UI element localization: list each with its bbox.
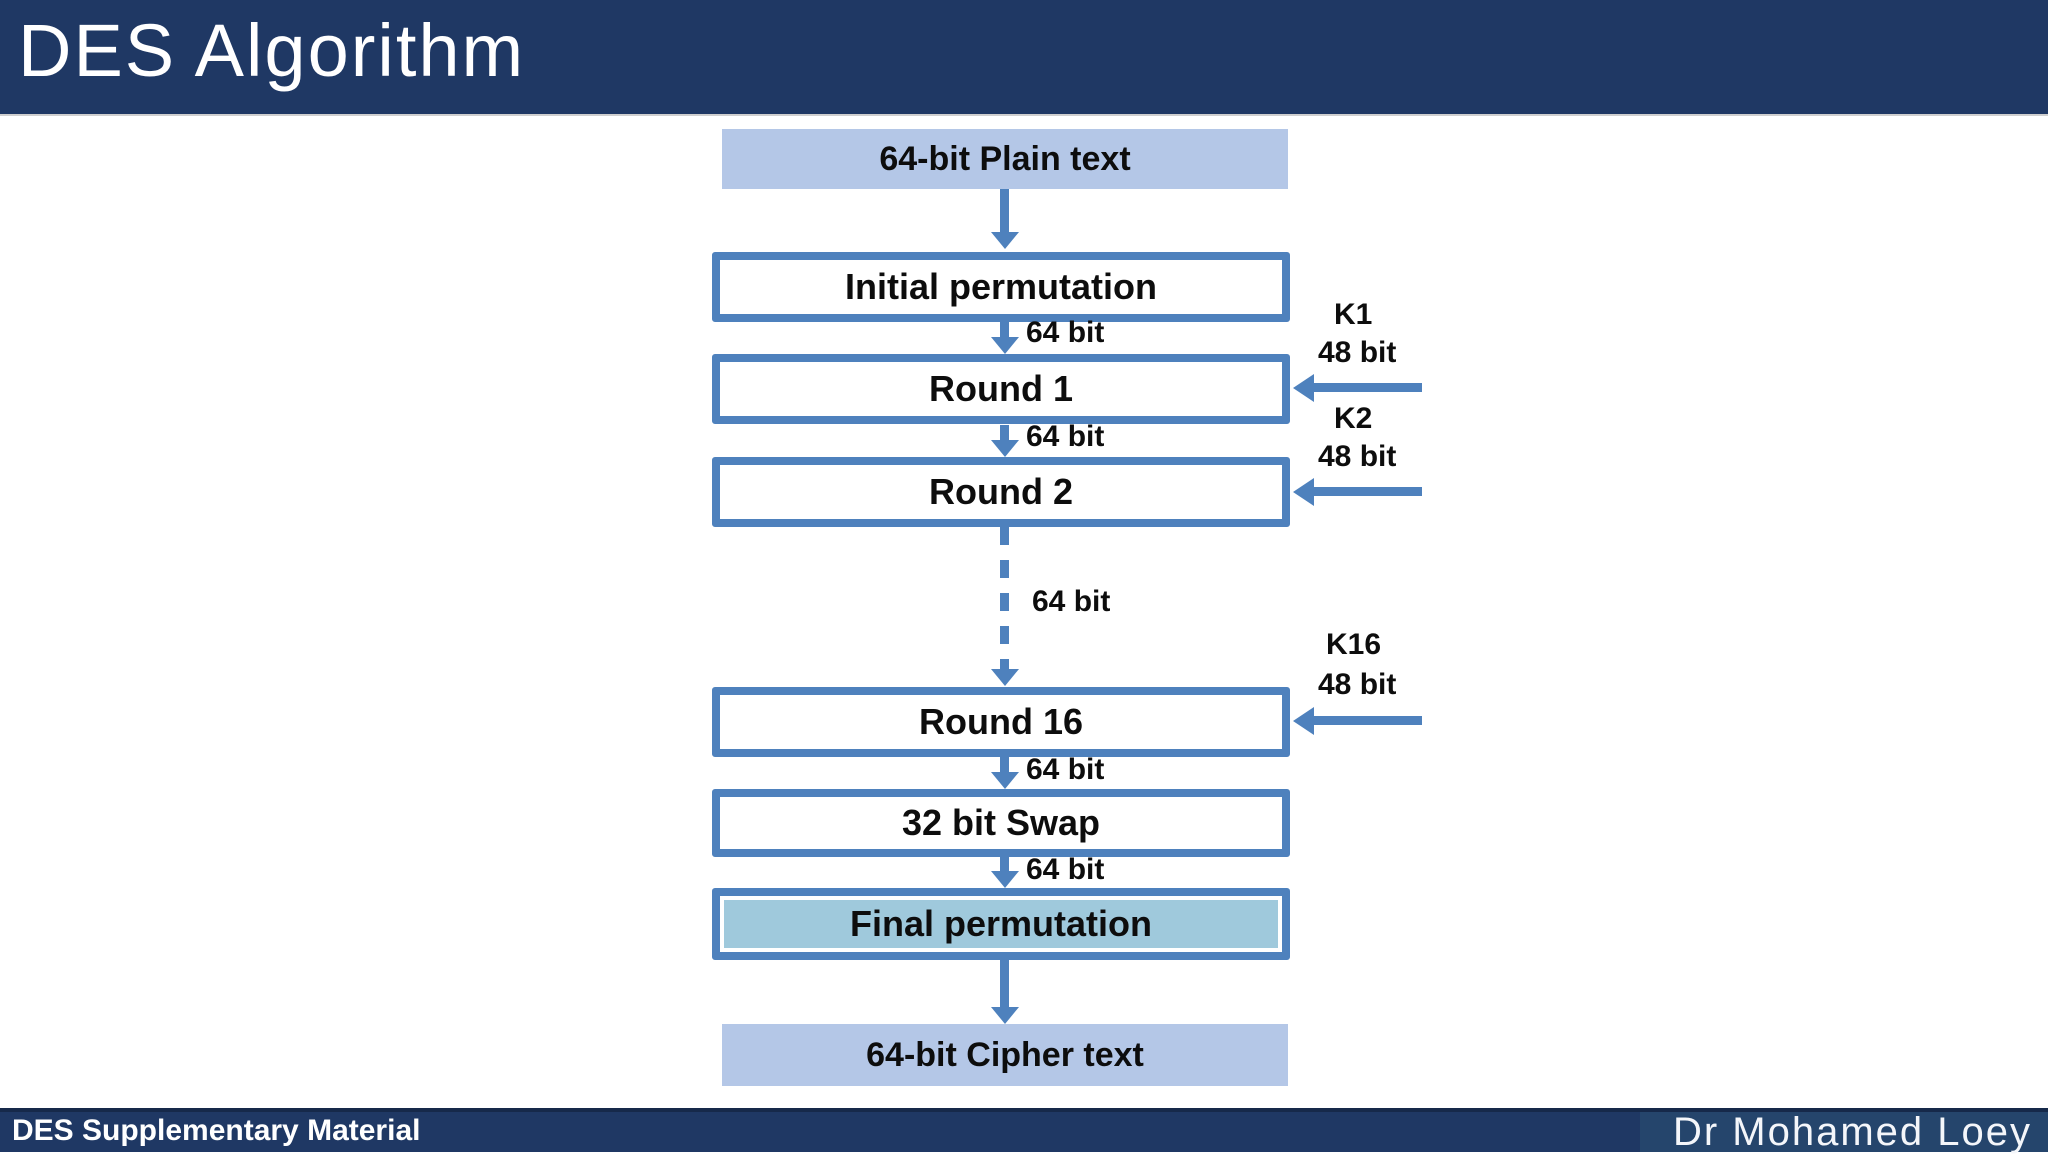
arrow-down-round16-to-swap [1000, 757, 1009, 772]
key-label-k1: K1 [1334, 298, 1373, 331]
footer-bar: DES Supplementary Material Dr Mohamed Lo… [0, 1108, 2048, 1154]
footer-accent-panel [1640, 1112, 2048, 1152]
flow-label-64bit-3: 64 bit [1032, 585, 1111, 618]
flow-label-64bit-2: 64 bit [1026, 420, 1105, 453]
flow-label-64bit-4: 64 bit [1026, 753, 1105, 786]
arrow-down-final-to-cipher [1000, 960, 1009, 1007]
arrow-down-initial-to-round1 [1000, 322, 1009, 337]
arrow-down-round1-to-round2 [1000, 425, 1009, 440]
slide-title: DES Algorithm [18, 9, 526, 92]
arrow-down-swap-to-final [1000, 856, 1009, 871]
header-bar: DES Algorithm [0, 0, 2048, 116]
key-bits-k1: 48 bit [1318, 336, 1397, 369]
flow-box-round-2: Round 2 [712, 457, 1290, 527]
flow-box-final-permutation: Final permutation [712, 888, 1290, 960]
arrow-down-dashed-round2-to-round16 [1000, 527, 1009, 669]
footer-left-text: DES Supplementary Material [12, 1114, 421, 1147]
key-label-k16: K16 [1326, 628, 1382, 661]
flow-box-initial-permutation: Initial permutation [712, 252, 1290, 322]
key-arrow-k2 [1314, 487, 1422, 496]
flow-label-64bit-1: 64 bit [1026, 316, 1105, 349]
flow-box-32-bit-swap: 32 bit Swap [712, 789, 1290, 857]
flow-box-cipher-text: 64-bit Cipher text [722, 1024, 1288, 1086]
arrow-down-plain-to-initial [1000, 189, 1009, 232]
flow-box-plain-text: 64-bit Plain text [722, 129, 1288, 189]
flow-box-round-1: Round 1 [712, 354, 1290, 424]
key-arrow-k16 [1314, 716, 1422, 725]
key-bits-k2: 48 bit [1318, 440, 1397, 473]
key-bits-k16: 48 bit [1318, 668, 1397, 701]
flow-label-64bit-5: 64 bit [1026, 853, 1105, 886]
key-label-k2: K2 [1334, 402, 1373, 435]
key-arrow-k1 [1314, 383, 1422, 392]
footer-right-text: Dr Mohamed Loey [1672, 1110, 2032, 1154]
flow-box-round-16: Round 16 [712, 687, 1290, 757]
